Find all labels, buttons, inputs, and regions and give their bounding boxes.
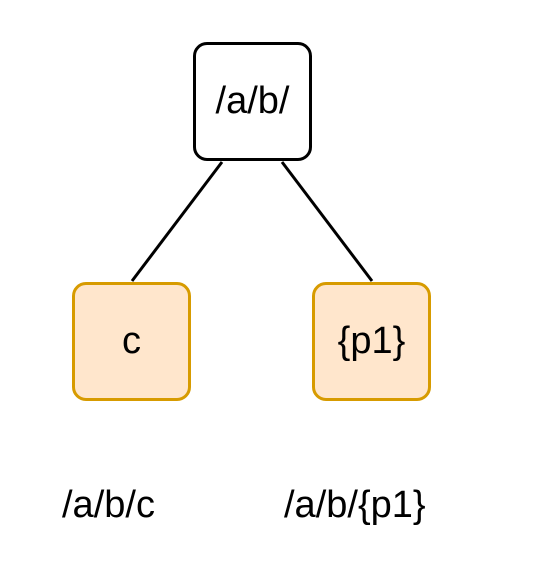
child-node-p1: {p1} xyxy=(312,282,431,401)
edge-root-to-c xyxy=(130,161,224,282)
edge-root-to-p1 xyxy=(280,161,374,282)
root-node-label: /a/b/ xyxy=(215,80,290,122)
root-node: /a/b/ xyxy=(193,42,312,161)
child-node-c: c xyxy=(72,282,191,401)
child-node-c-label: c xyxy=(122,320,141,362)
path-label-c: /a/b/c xyxy=(62,484,155,526)
child-node-p1-label: {p1} xyxy=(337,320,406,362)
path-label-p1: /a/b/{p1} xyxy=(284,484,426,526)
